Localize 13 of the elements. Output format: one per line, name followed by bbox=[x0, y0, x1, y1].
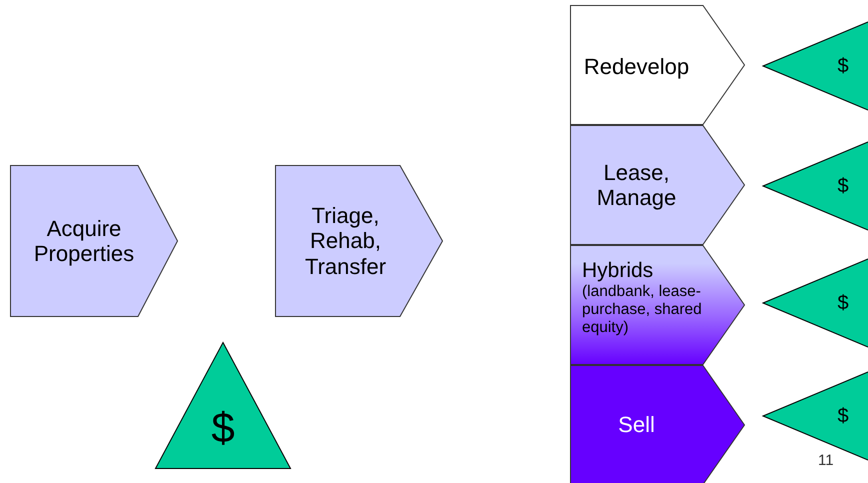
node-label: $ bbox=[837, 174, 849, 198]
node-label: Triage, Rehab, Transfer bbox=[304, 203, 388, 279]
node-label: Hybrids bbox=[582, 259, 654, 284]
node-label: $ bbox=[837, 292, 849, 314]
node-label: $ bbox=[211, 404, 235, 452]
node-label: $ bbox=[837, 54, 849, 78]
page-number: 11 bbox=[818, 452, 834, 469]
node-label: Redevelop bbox=[584, 54, 690, 80]
node-label: Lease, Manage bbox=[596, 160, 678, 210]
node-label: Acquire Properties bbox=[32, 216, 136, 266]
node-subtext: (landbank, lease-purchase, shared equity) bbox=[582, 283, 703, 337]
node-label: $ bbox=[837, 404, 849, 428]
node-label: Sell bbox=[618, 412, 655, 438]
